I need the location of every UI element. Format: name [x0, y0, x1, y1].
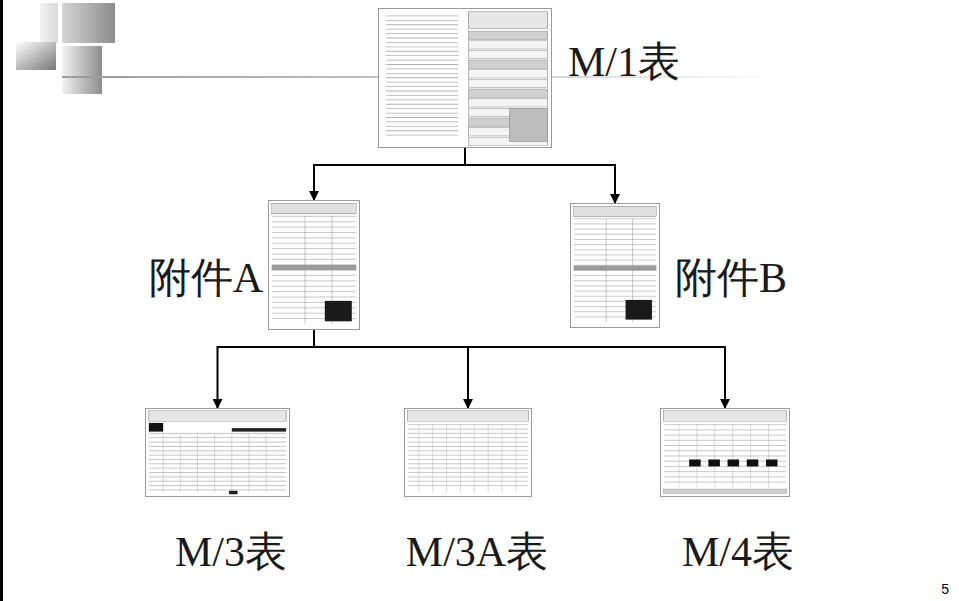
form-node: M/3表: [145, 408, 290, 497]
form-label: M/1表: [568, 41, 680, 83]
deco-square: [58, 3, 62, 95]
page-number: 5: [941, 581, 949, 597]
flow-connector: [465, 148, 615, 203]
form-node: M/4表: [660, 408, 790, 497]
form-thumbnail: [379, 9, 551, 147]
form-thumbnail: [571, 204, 659, 327]
deco-square: [62, 46, 102, 94]
form-node: 附件B: [570, 203, 660, 328]
form-thumbnail: [146, 409, 289, 496]
form-node: M/1表: [378, 8, 552, 148]
deco-square: [40, 3, 115, 43]
form-thumbnail: [661, 409, 789, 496]
form-label: M/3A表: [406, 531, 548, 573]
flow-connector: [314, 148, 465, 200]
left-rule: [0, 0, 3, 601]
deco-square: [16, 42, 56, 70]
form-thumbnail: [269, 201, 359, 329]
flow-connector: [218, 330, 315, 408]
form-label: 附件B: [675, 257, 787, 299]
form-label: M/3表: [175, 531, 287, 573]
form-node: M/3A表: [404, 408, 532, 497]
form-label: M/4表: [682, 531, 794, 573]
form-label: 附件A: [149, 257, 263, 299]
flow-connector: [314, 330, 468, 408]
flow-connector: [314, 330, 725, 408]
form-thumbnail: [405, 409, 531, 496]
form-node: 附件A: [268, 200, 360, 330]
